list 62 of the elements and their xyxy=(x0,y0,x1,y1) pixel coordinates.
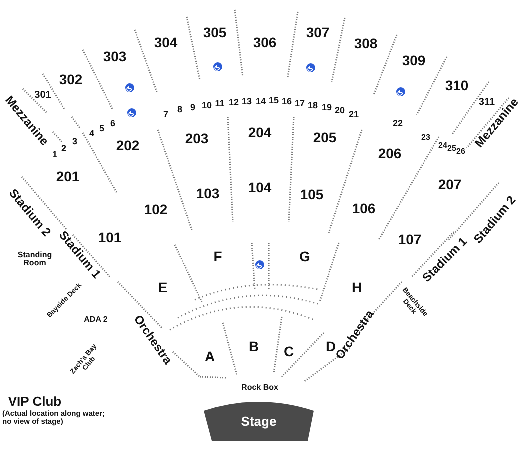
row-number: 23 xyxy=(422,134,430,142)
row-number: 16 xyxy=(282,97,292,107)
stage-shape: Stage xyxy=(204,401,314,441)
row-number: 12 xyxy=(229,98,239,108)
section-number: A xyxy=(204,350,216,364)
row-number: 19 xyxy=(322,103,332,113)
section-number: 202 xyxy=(116,138,140,154)
row-number: 14 xyxy=(256,97,266,107)
row-number: 8 xyxy=(178,105,182,115)
row-number: 15 xyxy=(269,96,279,106)
section-number: C xyxy=(284,344,294,360)
row-number: 2 xyxy=(62,144,66,154)
row-number: 6 xyxy=(110,119,116,129)
section-number: 207 xyxy=(438,178,462,192)
row-number: 5 xyxy=(100,124,104,134)
section-number: G xyxy=(300,250,310,264)
row-number: 11 xyxy=(215,99,225,109)
row-number: 20 xyxy=(335,106,345,116)
section-number: 304 xyxy=(154,36,178,50)
row-number: 4 xyxy=(90,129,94,139)
area-label: ADA 2 xyxy=(84,316,108,324)
area-label: VIP Club xyxy=(8,395,62,409)
section-number: H xyxy=(352,280,362,296)
row-number: 26 xyxy=(456,148,466,156)
section-number: 104 xyxy=(248,180,272,196)
section-number: 106 xyxy=(352,202,376,216)
section-number: 309 xyxy=(402,54,426,68)
section-number: 203 xyxy=(185,132,209,146)
section-number: 201 xyxy=(56,170,80,184)
section-number: 307 xyxy=(306,26,330,40)
area-label: Standing Room xyxy=(16,252,54,268)
section-number: E xyxy=(158,280,168,296)
section-number: 206 xyxy=(378,146,402,162)
row-number: 9 xyxy=(190,103,196,113)
row-number: 25 xyxy=(448,144,456,154)
row-number: 3 xyxy=(72,137,78,147)
section-number: F xyxy=(214,250,222,264)
section-number: 308 xyxy=(354,36,378,52)
row-number: 24 xyxy=(438,142,448,150)
row-number: 21 xyxy=(349,110,359,120)
row-number: 1 xyxy=(52,150,58,160)
row-number: 13 xyxy=(242,97,252,107)
section-number: D xyxy=(326,340,336,354)
section-number: 303 xyxy=(103,50,127,64)
section-number: 102 xyxy=(144,202,168,218)
row-number: 22 xyxy=(393,119,403,129)
section-number: 101 xyxy=(98,230,122,246)
row-number: 7 xyxy=(164,110,168,120)
row-number: 10 xyxy=(202,101,212,111)
area-label: Rock Box xyxy=(242,384,278,392)
section-number: 302 xyxy=(59,72,83,88)
section-number: 310 xyxy=(445,78,469,94)
section-number: 204 xyxy=(248,126,272,140)
row-number: 17 xyxy=(295,99,305,109)
section-number: 306 xyxy=(253,36,277,50)
section-number: 105 xyxy=(300,188,324,202)
section-number: 205 xyxy=(313,130,337,146)
section-number: 305 xyxy=(203,26,227,40)
section-number: B xyxy=(248,340,260,354)
section-number: 103 xyxy=(196,186,220,202)
row-number: 18 xyxy=(308,101,318,111)
section-number: 107 xyxy=(398,232,422,248)
